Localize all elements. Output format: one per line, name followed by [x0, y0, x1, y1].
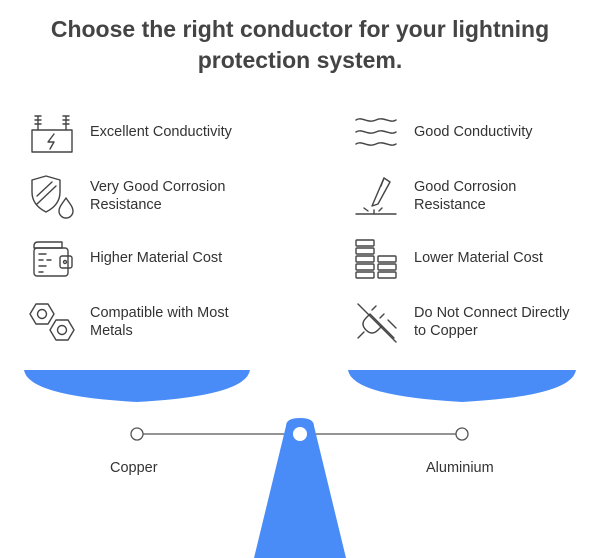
copper-property-label: Excellent Conductivity — [90, 124, 232, 140]
coin-stacks-icon — [350, 232, 402, 284]
power-plant-icon — [26, 106, 78, 158]
copper-label: Copper — [110, 460, 158, 476]
copper-pivot — [130, 427, 144, 441]
aluminium-property-label: Good Conductivity — [414, 124, 533, 140]
title-line-2: protection system. — [197, 47, 403, 73]
aluminium-scale-pan — [348, 370, 576, 402]
waves-icon — [350, 106, 402, 158]
copper-property-compatibility: Compatible with Most Metals — [26, 296, 260, 348]
aluminium-property-warning: Do Not Connect Directly to Copper — [350, 296, 584, 348]
scale-stand — [254, 418, 346, 558]
knife-cut-icon — [350, 170, 402, 222]
copper-property-conductivity: Excellent Conductivity — [26, 106, 260, 158]
unplugged-icon — [350, 296, 402, 348]
copper-property-label: Compatible with Most Metals — [90, 305, 229, 339]
aluminium-label: Aluminium — [426, 460, 494, 476]
aluminium-property-conductivity: Good Conductivity — [350, 106, 584, 158]
copper-property-cost: Higher Material Cost — [26, 232, 260, 284]
copper-property-label: Very Good Corrosion Resistance — [90, 179, 226, 213]
aluminium-property-label: Good Corrosion Resistance — [414, 179, 517, 213]
hex-nuts-icon — [26, 296, 78, 348]
wallet-icon — [26, 232, 78, 284]
aluminium-property-label: Do Not Connect Directly to Copper — [414, 305, 570, 339]
aluminium-property-label: Lower Material Cost — [414, 250, 543, 266]
aluminium-property-corrosion: Good Corrosion Resistance — [350, 170, 584, 222]
copper-scale-pan — [24, 370, 250, 402]
balance-scale — [24, 370, 576, 558]
copper-property-corrosion: Very Good Corrosion Resistance — [26, 170, 260, 222]
page-title: Choose the right conductor for your ligh… — [0, 14, 600, 76]
copper-property-label: Higher Material Cost — [90, 250, 223, 266]
aluminium-pivot — [455, 427, 469, 441]
shield-drop-icon — [26, 170, 78, 222]
aluminium-property-cost: Lower Material Cost — [350, 232, 584, 284]
title-line-1: Choose the right conductor for your ligh… — [50, 16, 550, 42]
stand-pivot — [293, 427, 307, 441]
